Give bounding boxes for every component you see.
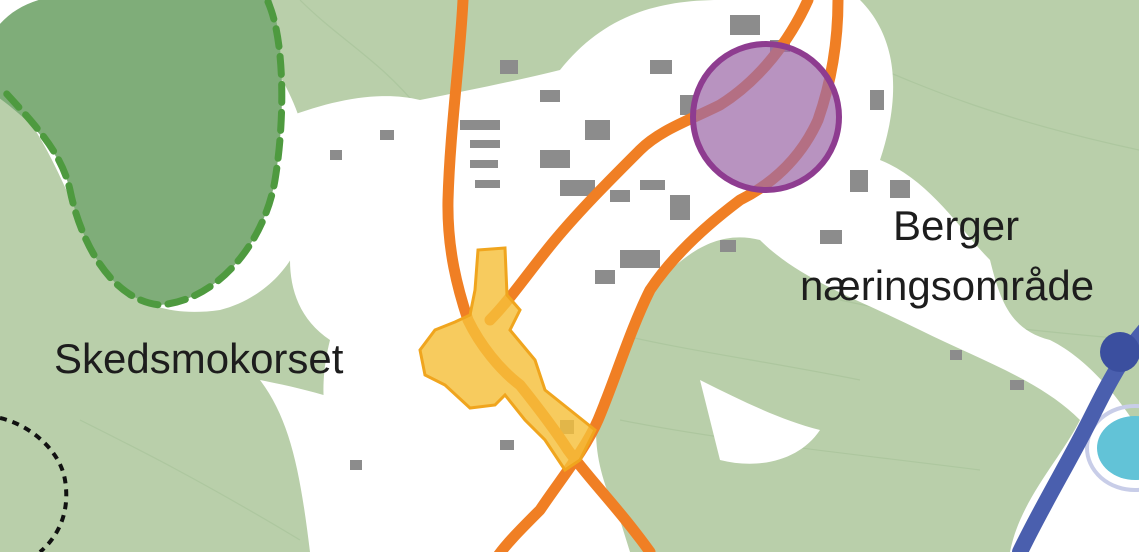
business-area-circle-icon[interactable] xyxy=(690,41,842,193)
light-blue-area-ring xyxy=(1085,404,1139,492)
place-label-berger-line1: Berger xyxy=(893,202,1020,249)
buildings xyxy=(330,15,1024,470)
place-label-berger-line2: næringsområde xyxy=(800,262,1095,309)
forest-boundary-dashed-line xyxy=(1,0,286,309)
station-node-icon xyxy=(1100,332,1139,372)
forest-area xyxy=(0,0,282,305)
center-zone-icon[interactable] xyxy=(418,246,597,473)
light-blue-area xyxy=(1097,416,1139,480)
municipal-boundary-dashed-line xyxy=(0,416,69,552)
place-label-skedsmokorset: Skedsmokorset xyxy=(54,335,344,382)
